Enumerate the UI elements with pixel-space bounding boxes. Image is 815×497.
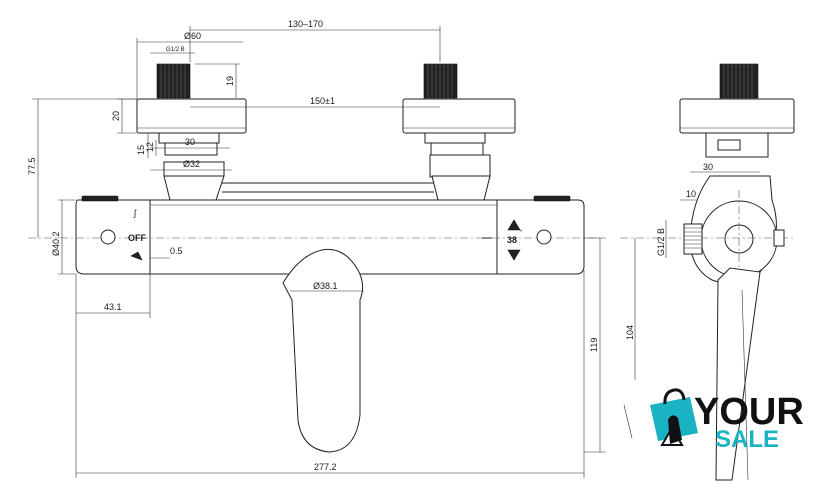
side-view: 30 10 G1/2 B 104 bbox=[620, 63, 796, 481]
shower-icon bbox=[130, 251, 143, 261]
logo-text-bottom: SALE bbox=[715, 426, 779, 453]
dim-side-h104: 104 bbox=[625, 325, 635, 340]
spout bbox=[282, 248, 364, 453]
right-knob-hole bbox=[536, 229, 552, 245]
dim-h77: 77.5 bbox=[27, 157, 37, 175]
dim-h12: 12 bbox=[145, 142, 155, 152]
right-thread-nut bbox=[423, 63, 458, 99]
dim-side-g12: G1/2 B bbox=[656, 228, 666, 256]
left-knob-hole bbox=[100, 229, 116, 245]
yoursale-logo: YOUR SALE bbox=[650, 388, 804, 453]
dim-h119: 119 bbox=[589, 338, 599, 352]
dim-side-w30: 30 bbox=[703, 162, 713, 172]
dim-d60: Ø60 bbox=[184, 31, 201, 41]
temp-up-icon bbox=[507, 219, 521, 231]
label-temp: 38 bbox=[507, 235, 517, 245]
svg-text:ʃ: ʃ bbox=[133, 208, 137, 218]
dim-w30: 30 bbox=[185, 137, 195, 147]
dim-w43: 43.1 bbox=[104, 302, 122, 312]
dim-h15: 15 bbox=[136, 145, 146, 155]
dim-d40: Ø40.2 bbox=[51, 231, 61, 256]
dim-center150: 150±1 bbox=[310, 96, 335, 106]
dim-spacing: 130–170 bbox=[288, 19, 323, 29]
dim-d32: Ø32 bbox=[183, 159, 200, 169]
dim-h19: 19 bbox=[225, 76, 235, 86]
dim-side-w10: 10 bbox=[686, 189, 696, 199]
mixer-body bbox=[75, 199, 585, 275]
shopping-bag-icon bbox=[650, 388, 698, 446]
left-thread-nut bbox=[156, 63, 191, 99]
dim-h20: 20 bbox=[111, 111, 121, 121]
dim-w277: 277.2 bbox=[314, 462, 337, 472]
label-off: OFF bbox=[128, 233, 146, 243]
temp-down-icon bbox=[507, 249, 521, 261]
dim-g12: G1/2 B bbox=[166, 47, 185, 53]
dim-d38: Ø38.1 bbox=[313, 281, 338, 291]
logo-text-top: YOUR bbox=[694, 391, 804, 433]
dim-d05: 0.5 bbox=[170, 246, 183, 256]
svg-text:°: ° bbox=[520, 230, 523, 236]
front-view: 130–170 Ø60 G1/2 B 19 20 bbox=[27, 19, 606, 478]
